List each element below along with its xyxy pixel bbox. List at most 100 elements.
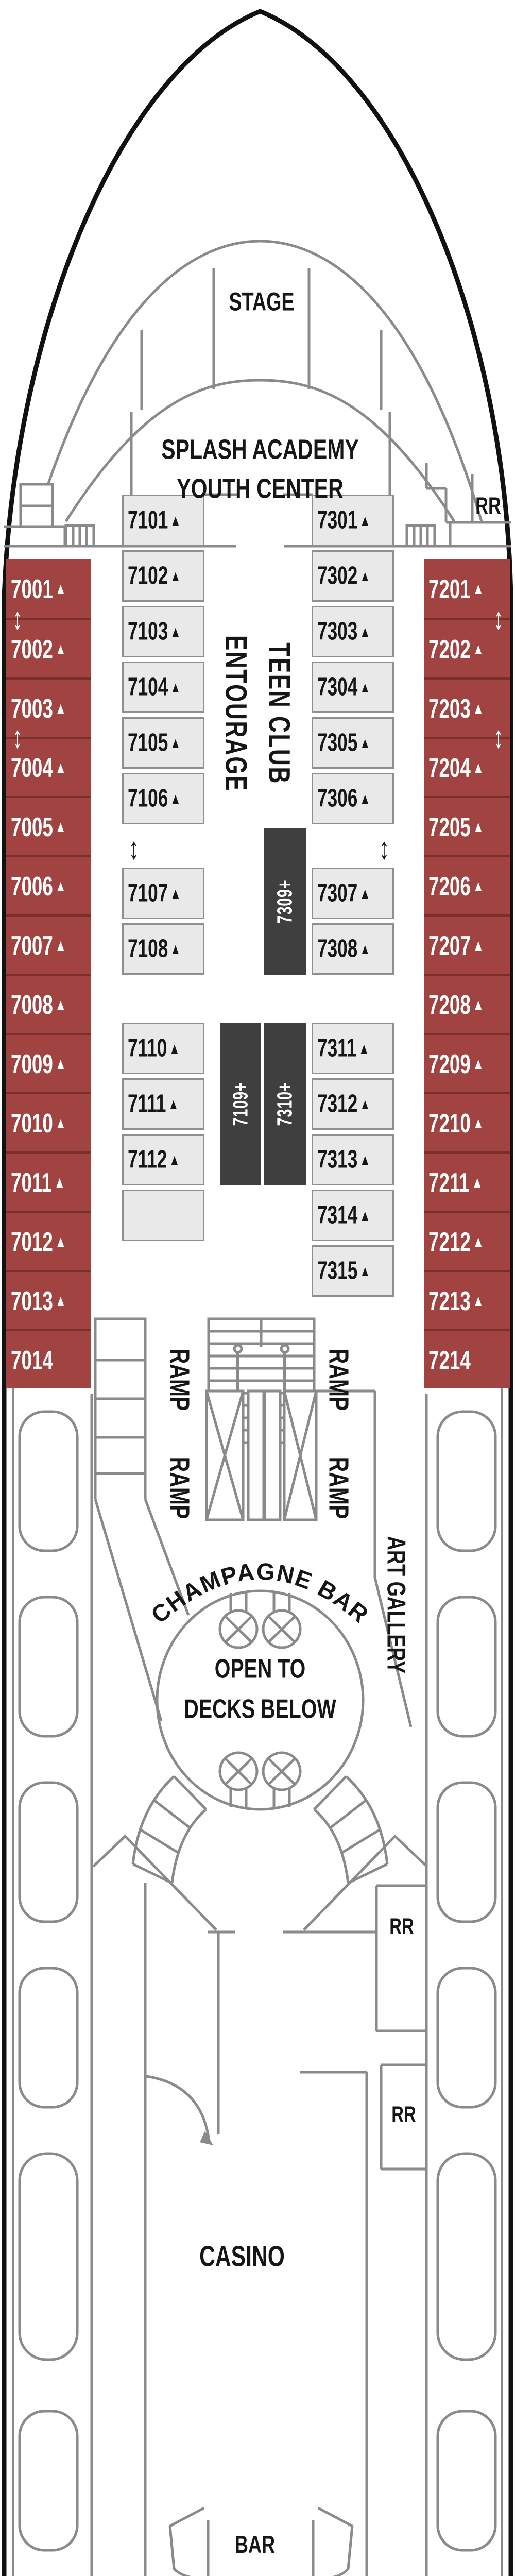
cabin-7313: 7313▲ <box>312 1134 394 1185</box>
atrium-stairs <box>92 1775 428 1934</box>
cabin-number: 7107 <box>128 879 168 907</box>
cabin-number: 7210 <box>428 1108 471 1138</box>
triangle-icon: ▲ <box>55 639 66 658</box>
cabin-number: 7313 <box>317 1145 358 1174</box>
cabin-number: 7103 <box>128 617 168 646</box>
cabin-7208: 7208▲ <box>424 974 510 1033</box>
cabin-number: 7010 <box>11 1108 53 1138</box>
triangle-icon: ▲ <box>472 1232 484 1250</box>
cabin-number: 7209 <box>428 1048 471 1079</box>
cabin-7201: 7201▲ <box>424 559 510 618</box>
cabin-7105: 7105▲ <box>122 717 204 769</box>
cabin-7102: 7102▲ <box>122 550 204 602</box>
cabin-number: 7213 <box>428 1285 471 1316</box>
cabin-number: 7003 <box>11 693 53 723</box>
cabin-7301: 7301▲ <box>312 495 394 546</box>
cabin-7214: 7214 <box>424 1329 510 1388</box>
triangle-icon: ▲ <box>471 1173 483 1191</box>
cabin-7101: 7101▲ <box>122 495 204 546</box>
cabin-7104: 7104▲ <box>122 662 204 713</box>
cabin-number: 7004 <box>11 752 53 783</box>
triangle-icon: ▲ <box>359 1095 371 1113</box>
cabin-number: 7208 <box>428 989 471 1020</box>
cabin-7213: 7213▲ <box>424 1270 510 1329</box>
triangle-icon: ▲ <box>170 567 181 585</box>
splash-academy-label-2: YOUTH CENTER <box>177 472 344 504</box>
triangle-icon: ▲ <box>170 511 181 529</box>
cabin-number: 7108 <box>128 935 168 963</box>
cabin-7308: 7308▲ <box>312 923 394 975</box>
cabin-7302: 7302▲ <box>312 550 394 602</box>
teen-club-label: TEEN CLUB <box>262 642 296 785</box>
triangle-icon: ▲ <box>55 817 66 836</box>
triangle-icon: ▲ <box>472 1291 484 1310</box>
ramp-label-port-aft: RAMP <box>164 1456 196 1519</box>
cabin-7001: 7001▲ <box>6 559 91 618</box>
triangle-icon: ▲ <box>359 940 371 958</box>
cabin-7303: 7303▲ <box>312 606 394 657</box>
cabin-7005: 7005▲ <box>6 796 91 855</box>
triangle-icon: ▲ <box>359 1262 371 1280</box>
cabin-number: 7007 <box>11 930 53 960</box>
triangle-icon: ▲ <box>55 995 66 1013</box>
cabin-number: 7001 <box>11 573 53 604</box>
updown-arrow-icon: ↕ <box>493 601 504 636</box>
cabin-7003: 7003▲ <box>6 677 91 737</box>
bow-stage-walls <box>35 240 483 527</box>
triangle-icon: ▲ <box>169 1150 180 1168</box>
cabin-7103: 7103▲ <box>122 606 204 657</box>
cabin-number: 7212 <box>428 1226 471 1257</box>
triangle-icon: ▲ <box>55 1291 66 1310</box>
cabin-7315: 7315▲ <box>312 1245 394 1297</box>
cabin-7304: 7304▲ <box>312 662 394 713</box>
cabin-7305: 7305▲ <box>312 717 394 769</box>
cabin-7109: 7109+ <box>220 1023 261 1185</box>
ramp-label-starboard-forward: RAMP <box>323 1348 355 1411</box>
triangle-icon: ▲ <box>54 1173 65 1191</box>
cabin-7314: 7314▲ <box>312 1190 394 1241</box>
cabin-7210: 7210▲ <box>424 1092 510 1151</box>
triangle-icon: ▲ <box>170 622 181 640</box>
triangle-icon: ▲ <box>55 936 66 954</box>
updown-arrow-icon: ↕ <box>12 601 23 636</box>
triangle-icon: ▲ <box>359 511 371 529</box>
cabin-7008: 7008▲ <box>6 974 91 1033</box>
cabin-7206: 7206▲ <box>424 855 510 914</box>
cabin-number: 7206 <box>428 871 471 901</box>
forward-corridor-walls <box>4 463 511 548</box>
cabin-number: 7106 <box>128 784 168 812</box>
cabin-7010: 7010▲ <box>6 1092 91 1151</box>
triangle-icon: ▲ <box>359 567 371 585</box>
entourage-label: ENTOURAGE <box>219 635 253 792</box>
mid-restroom-walls <box>375 1884 426 2171</box>
triangle-icon: ▲ <box>472 639 484 658</box>
cabin-number: 7201 <box>428 573 471 604</box>
cabin-7312: 7312▲ <box>312 1078 394 1130</box>
cabin-7014: 7014 <box>6 1329 91 1388</box>
cabin-number: 7304 <box>317 673 358 701</box>
cabin-number: 7008 <box>11 989 53 1020</box>
updown-arrow-icon: ↕ <box>493 719 504 754</box>
cabin-number: 7214 <box>428 1345 471 1375</box>
cabin-7110: 7110▲ <box>122 1023 204 1074</box>
triangle-icon: ▲ <box>55 579 66 598</box>
cabin-number: 7112 <box>128 1145 167 1174</box>
triangle-icon: ▲ <box>472 579 484 598</box>
triangle-icon: ▲ <box>55 1054 66 1073</box>
cabin-number: 7006 <box>11 871 53 901</box>
restroom-label-mid-2: RR <box>391 2102 416 2127</box>
triangle-icon: ▲ <box>55 1232 66 1250</box>
cabin-number: 7207 <box>428 930 471 960</box>
casino-label: CASINO <box>199 2240 285 2273</box>
cabin-number: 7105 <box>128 728 168 757</box>
cabin-7202: 7202▲ <box>424 618 510 677</box>
cabin-7107: 7107▲ <box>122 868 204 919</box>
cabin-blank <box>122 1190 204 1241</box>
cabin-number: 7302 <box>317 562 358 590</box>
cabin-number: 7014 <box>11 1345 53 1375</box>
triangle-icon: ▲ <box>472 995 484 1013</box>
cabin-number: 7111 <box>128 1090 166 1118</box>
midship-ramp-area <box>94 1317 413 1727</box>
cabin-7012: 7012▲ <box>6 1211 91 1270</box>
triangle-icon: ▲ <box>472 817 484 836</box>
